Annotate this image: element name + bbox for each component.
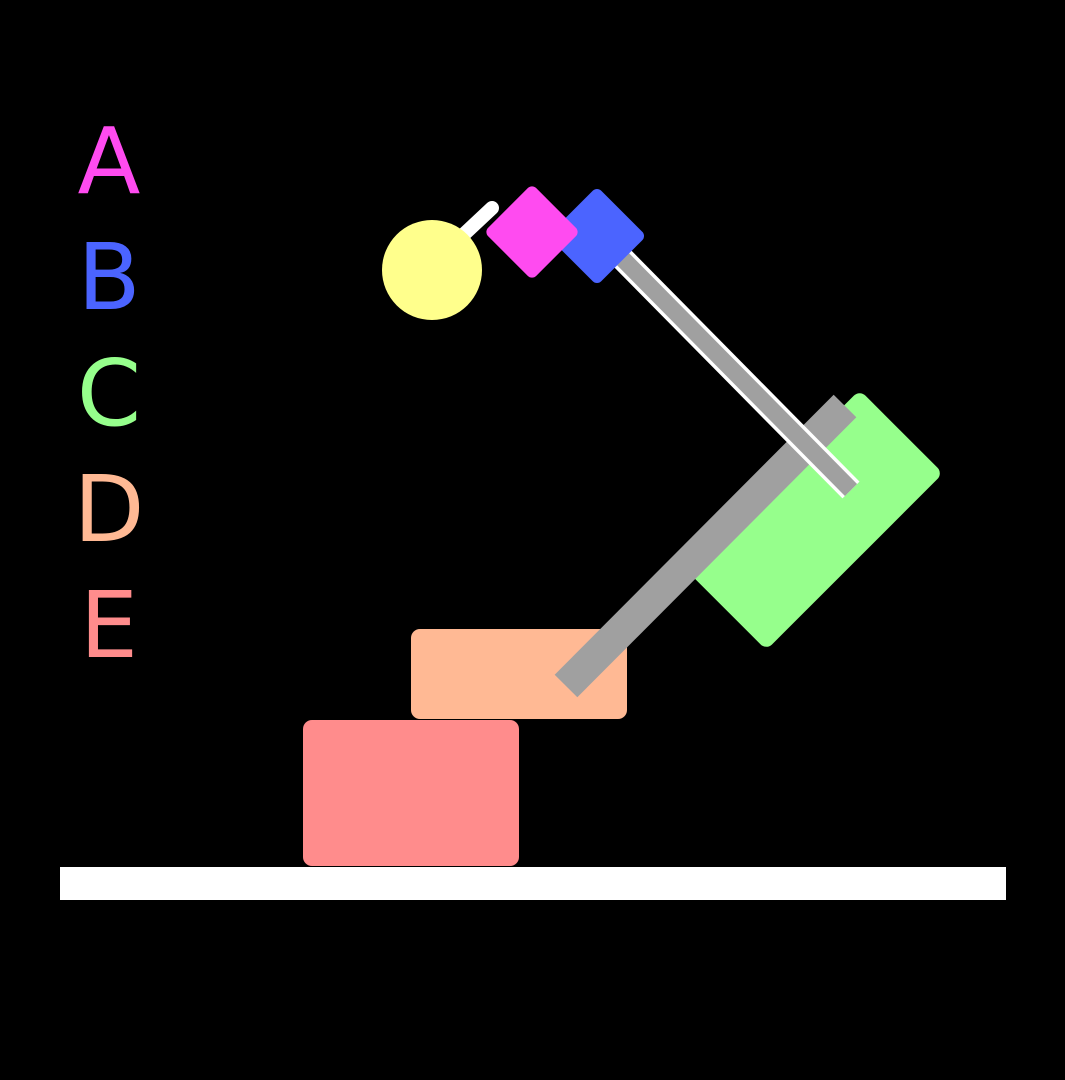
ground-bar: [60, 867, 1006, 900]
upper-link: [605, 242, 858, 496]
joint-diamond-a: [486, 186, 578, 278]
legend-label-b: B: [77, 224, 140, 331]
legend-label-d: D: [74, 456, 145, 563]
legend-label-e: E: [80, 572, 138, 679]
end-effector-ball: [382, 220, 482, 320]
joint-diamond-b: [549, 188, 645, 284]
legend-label-a: A: [78, 108, 141, 215]
base-block-e: [303, 720, 519, 866]
legend-label-c: C: [77, 340, 141, 447]
block-d: [411, 629, 627, 719]
joint-block-c: [686, 393, 940, 647]
